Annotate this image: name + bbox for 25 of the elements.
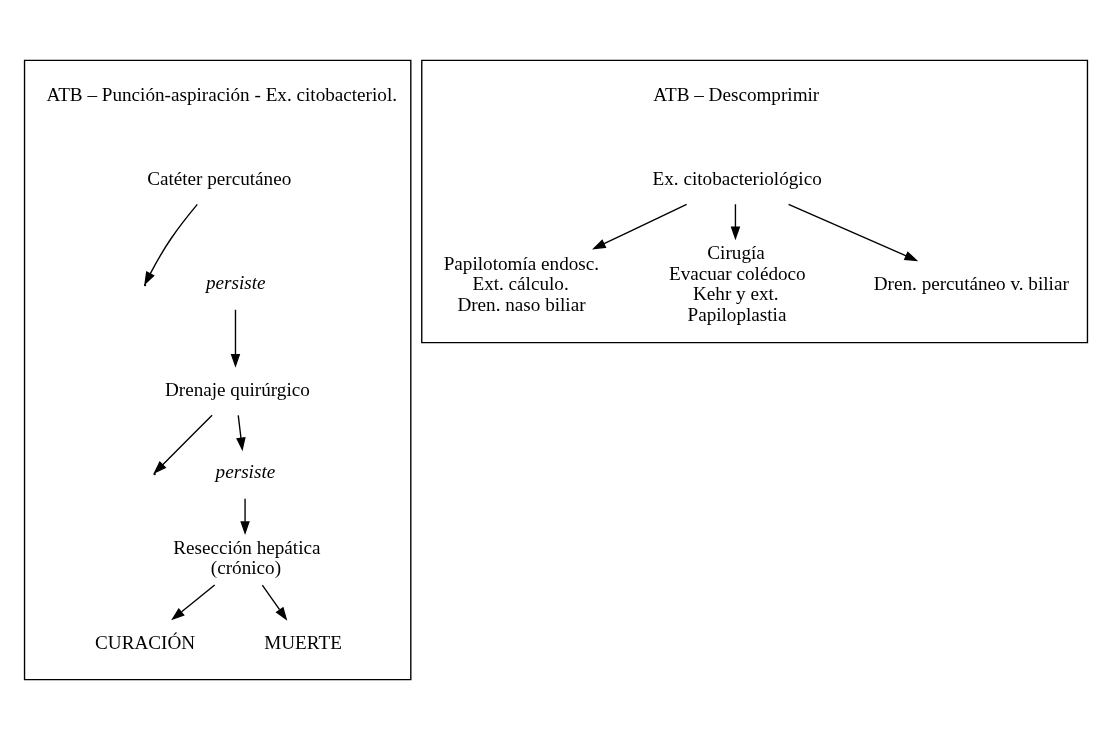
node-text: CURACIÓN: [95, 632, 196, 654]
arrow: [240, 498, 250, 535]
arrow: [236, 414, 246, 452]
arrow: [144, 203, 198, 286]
cluster: [421, 59, 1089, 344]
node-text: ATB – Descomprimir: [653, 84, 820, 106]
arrow: [261, 584, 288, 621]
node-text: Ex. citobacteriológico: [652, 167, 822, 189]
node-text: persiste: [215, 460, 276, 482]
node-text: Cirugía Evacuar colédoco Kehr y ext. Papiloplastia: [669, 242, 806, 325]
node-text: MUERTE: [264, 632, 342, 654]
arrow: [787, 203, 919, 262]
node-text: Dren. percutáneo v. biliar: [873, 273, 1069, 295]
node-text: ATB – Punción-aspiración - Ex. citobacteriol.: [46, 84, 398, 106]
node-text: Catéter percutáneo: [147, 167, 292, 189]
arrow: [730, 203, 741, 241]
arrow: [171, 584, 216, 621]
node-text: Drenaje quirúrgico: [164, 378, 310, 400]
arrow: [153, 414, 213, 475]
node-text: Resección hepática (crónico): [173, 536, 321, 579]
node-text: Papilotomía endosc. Ext. cálculo. Dren. naso biliar: [443, 252, 600, 315]
arrow: [592, 203, 688, 250]
cluster: [23, 59, 412, 681]
node-text: persiste: [206, 271, 266, 293]
arrow: [230, 309, 241, 368]
